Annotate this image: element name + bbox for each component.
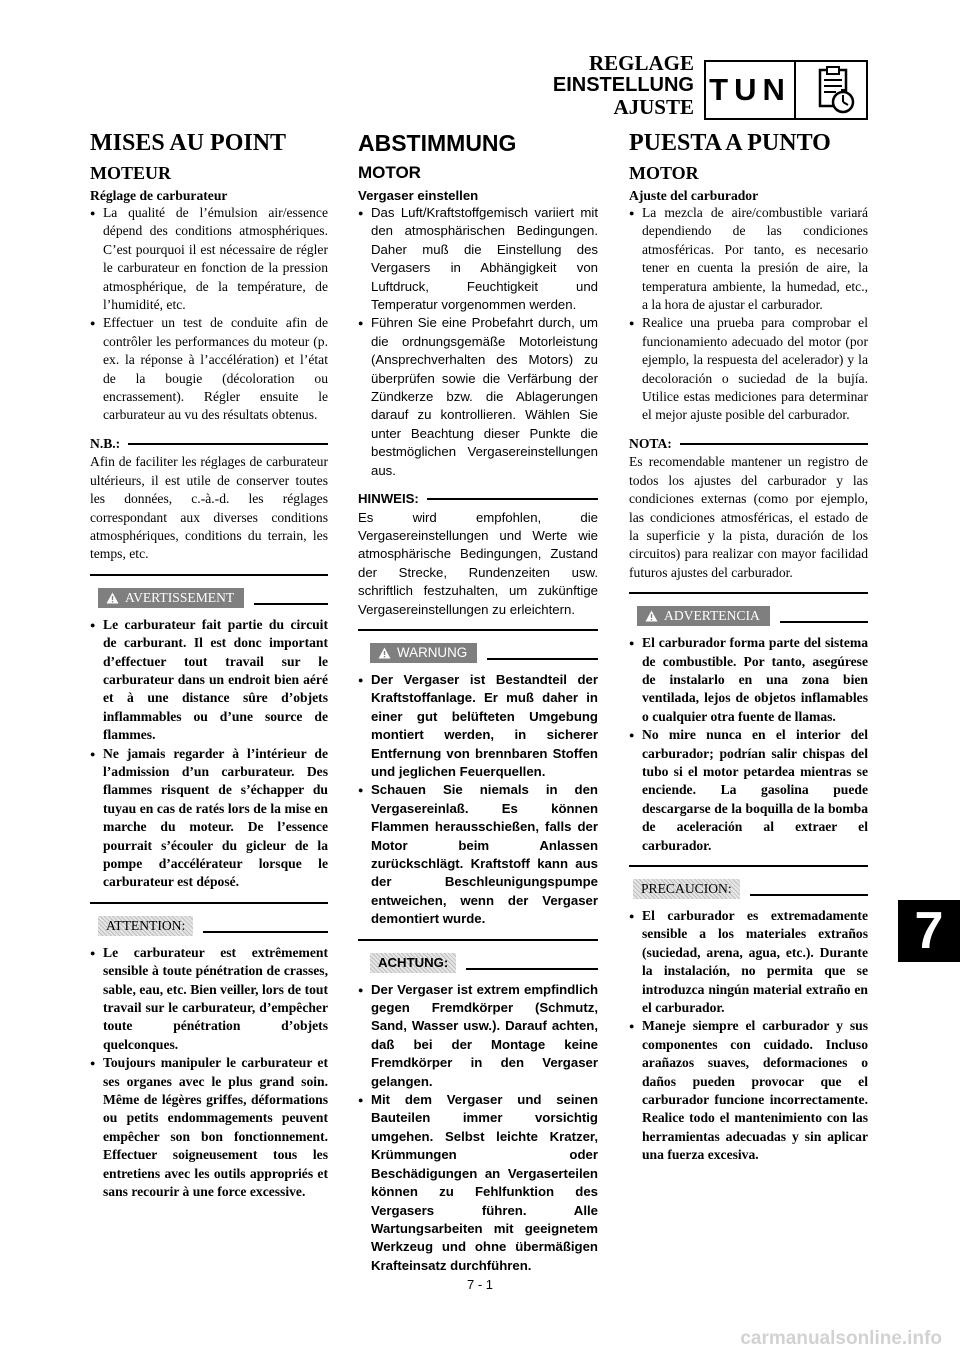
warning-list: Der Vergaser ist Bestandteil der Kraftst… (358, 671, 598, 929)
instruction-list: La mezcla de aire/combustible variará de… (629, 204, 868, 425)
warning-list: Le carburateur fait partie du circuit de… (90, 616, 328, 892)
list-item: Führen Sie eine Probefahrt durch, um die… (358, 314, 598, 480)
warning-label: ADVERTENCIA (664, 608, 760, 624)
warning-label: AVERTISSEMENT (125, 589, 235, 605)
divider (629, 865, 868, 867)
warning-heading: AVERTISSEMENT (90, 587, 328, 608)
divider (128, 443, 328, 446)
page-title: PUESTA A PUNTO (629, 130, 831, 156)
divider (90, 573, 328, 576)
section-badge: TUN (704, 60, 868, 120)
section-tab: 7 (898, 900, 960, 962)
warning-triangle-icon (378, 647, 391, 659)
caution-list: Der Vergaser ist extrem empfindlich gege… (358, 981, 598, 1276)
instruction-list: Das Luft/Kraftstoffgemisch variiert mit … (358, 204, 598, 480)
column-french: MISES AU POINT MOTEUR Réglage de carbura… (90, 128, 328, 1202)
list-item: El carburador forma parte del sistema de… (629, 634, 868, 726)
procedure-title: Réglage de carburateur (90, 188, 228, 203)
divider (358, 628, 598, 631)
warning-list: El carburador forma parte del sistema de… (629, 634, 868, 855)
note-label: HINWEIS: (358, 491, 419, 507)
list-item: Ne jamais regarder à l’intérieur de l’ad… (90, 745, 328, 892)
list-item: Das Luft/Kraftstoffgemisch variiert mit … (358, 204, 598, 314)
list-item: Der Vergaser ist Bestandteil der Kraftst… (358, 671, 598, 781)
list-item: Schauen Sie niemals in den Vergasereinla… (358, 781, 598, 928)
caution-list: El carburador es extremadamente sensible… (629, 907, 868, 1165)
note-heading: NOTA: (629, 435, 868, 453)
divider (90, 901, 328, 904)
section-title-fr: REGLAGE (588, 51, 694, 75)
divider (426, 498, 598, 501)
divider (487, 657, 598, 660)
warning-heading: ADVERTENCIA (629, 606, 868, 627)
list-item: Toujours manipuler le carburateur et ses… (90, 1054, 328, 1201)
caution-label: PRECAUCION: (633, 879, 740, 899)
section-subtitle: MOTOR (358, 163, 421, 182)
column-german: ABSTIMMUNG MOTOR Vergaser einstellen Das… (358, 128, 598, 1275)
warning-badge: ADVERTENCIA (637, 606, 770, 627)
section-titles: REGLAGE EINSTELLUNG AJUSTE (553, 52, 694, 118)
note-heading: N.B.: (90, 435, 328, 453)
caution-heading: ATTENTION: (90, 915, 328, 936)
warning-badge: AVERTISSEMENT (98, 587, 245, 608)
note-label: N.B.: (90, 435, 121, 451)
divider (466, 967, 598, 970)
list-item: La mezcla de aire/combustible variará de… (629, 204, 868, 314)
list-item: No mire nunca en el interior del carbura… (629, 726, 868, 855)
section-code: TUN (706, 62, 796, 118)
warning-badge: WARNUNG (370, 642, 478, 663)
note-label: NOTA: (629, 435, 672, 451)
list-item: La qualité de l’émulsion air/essence dép… (90, 204, 328, 314)
caution-label: ATTENTION: (98, 915, 194, 936)
list-item: Effectuer un test de conduite afin de co… (90, 314, 328, 424)
warning-label: WARNUNG (397, 644, 468, 660)
procedure-title: Ajuste del carburador (629, 188, 759, 203)
checklist-stopwatch-icon (818, 66, 855, 114)
section-title-es: AJUSTE (613, 95, 694, 119)
warning-heading: WARNUNG (358, 642, 598, 663)
section-subtitle: MOTEUR (90, 163, 171, 183)
note-text: Es wird empfohlen, die Vergasereinstellu… (358, 509, 598, 617)
list-item: El carburador es extremadamente sensible… (629, 907, 868, 1017)
note-heading: HINWEIS: (358, 490, 598, 508)
watermark: carmanualsonline.info (740, 1328, 942, 1349)
section-title-de: EINSTELLUNG (552, 74, 694, 96)
procedure-title: Vergaser einstellen (358, 188, 479, 203)
note-text: Es recomendable mantener un registro de … (629, 454, 868, 580)
page-title: MISES AU POINT (90, 130, 287, 156)
instruction-list: La qualité de l’émulsion air/essence dép… (90, 204, 328, 425)
page-title: ABSTIMMUNG (358, 130, 517, 156)
list-item: Mit dem Vergaser und seinen Bauteilen im… (358, 1091, 598, 1275)
column-spanish: PUESTA A PUNTO MOTOR Ajuste del carburad… (629, 128, 868, 1165)
page-number: 7 - 1 (466, 1277, 493, 1292)
list-item: Le carburateur fait partie du circuit de… (90, 616, 328, 745)
warning-triangle-icon (645, 610, 658, 622)
caution-heading: ACHTUNG: (358, 952, 598, 973)
caution-heading: PRECAUCION: (629, 879, 868, 899)
caution-list: Le carburateur est extrêmement sensible … (90, 944, 328, 1202)
list-item: Realice una prueba para comprobar el fun… (629, 314, 868, 424)
divider (749, 894, 868, 896)
caution-label: ACHTUNG: (370, 952, 457, 973)
section-subtitle: MOTOR (629, 163, 699, 183)
note-text: Afin de faciliter les réglages de carbur… (90, 454, 328, 562)
divider (254, 602, 328, 605)
divider (203, 930, 328, 933)
divider (358, 938, 598, 941)
list-item: Le carburateur est extrêmement sensible … (90, 944, 328, 1054)
list-item: Der Vergaser ist extrem empfindlich gege… (358, 981, 598, 1091)
divider (629, 592, 868, 595)
list-item: Maneje siempre el carburador y sus compo… (629, 1017, 868, 1164)
divider (679, 443, 868, 446)
warning-triangle-icon (106, 592, 119, 604)
divider (779, 621, 868, 624)
